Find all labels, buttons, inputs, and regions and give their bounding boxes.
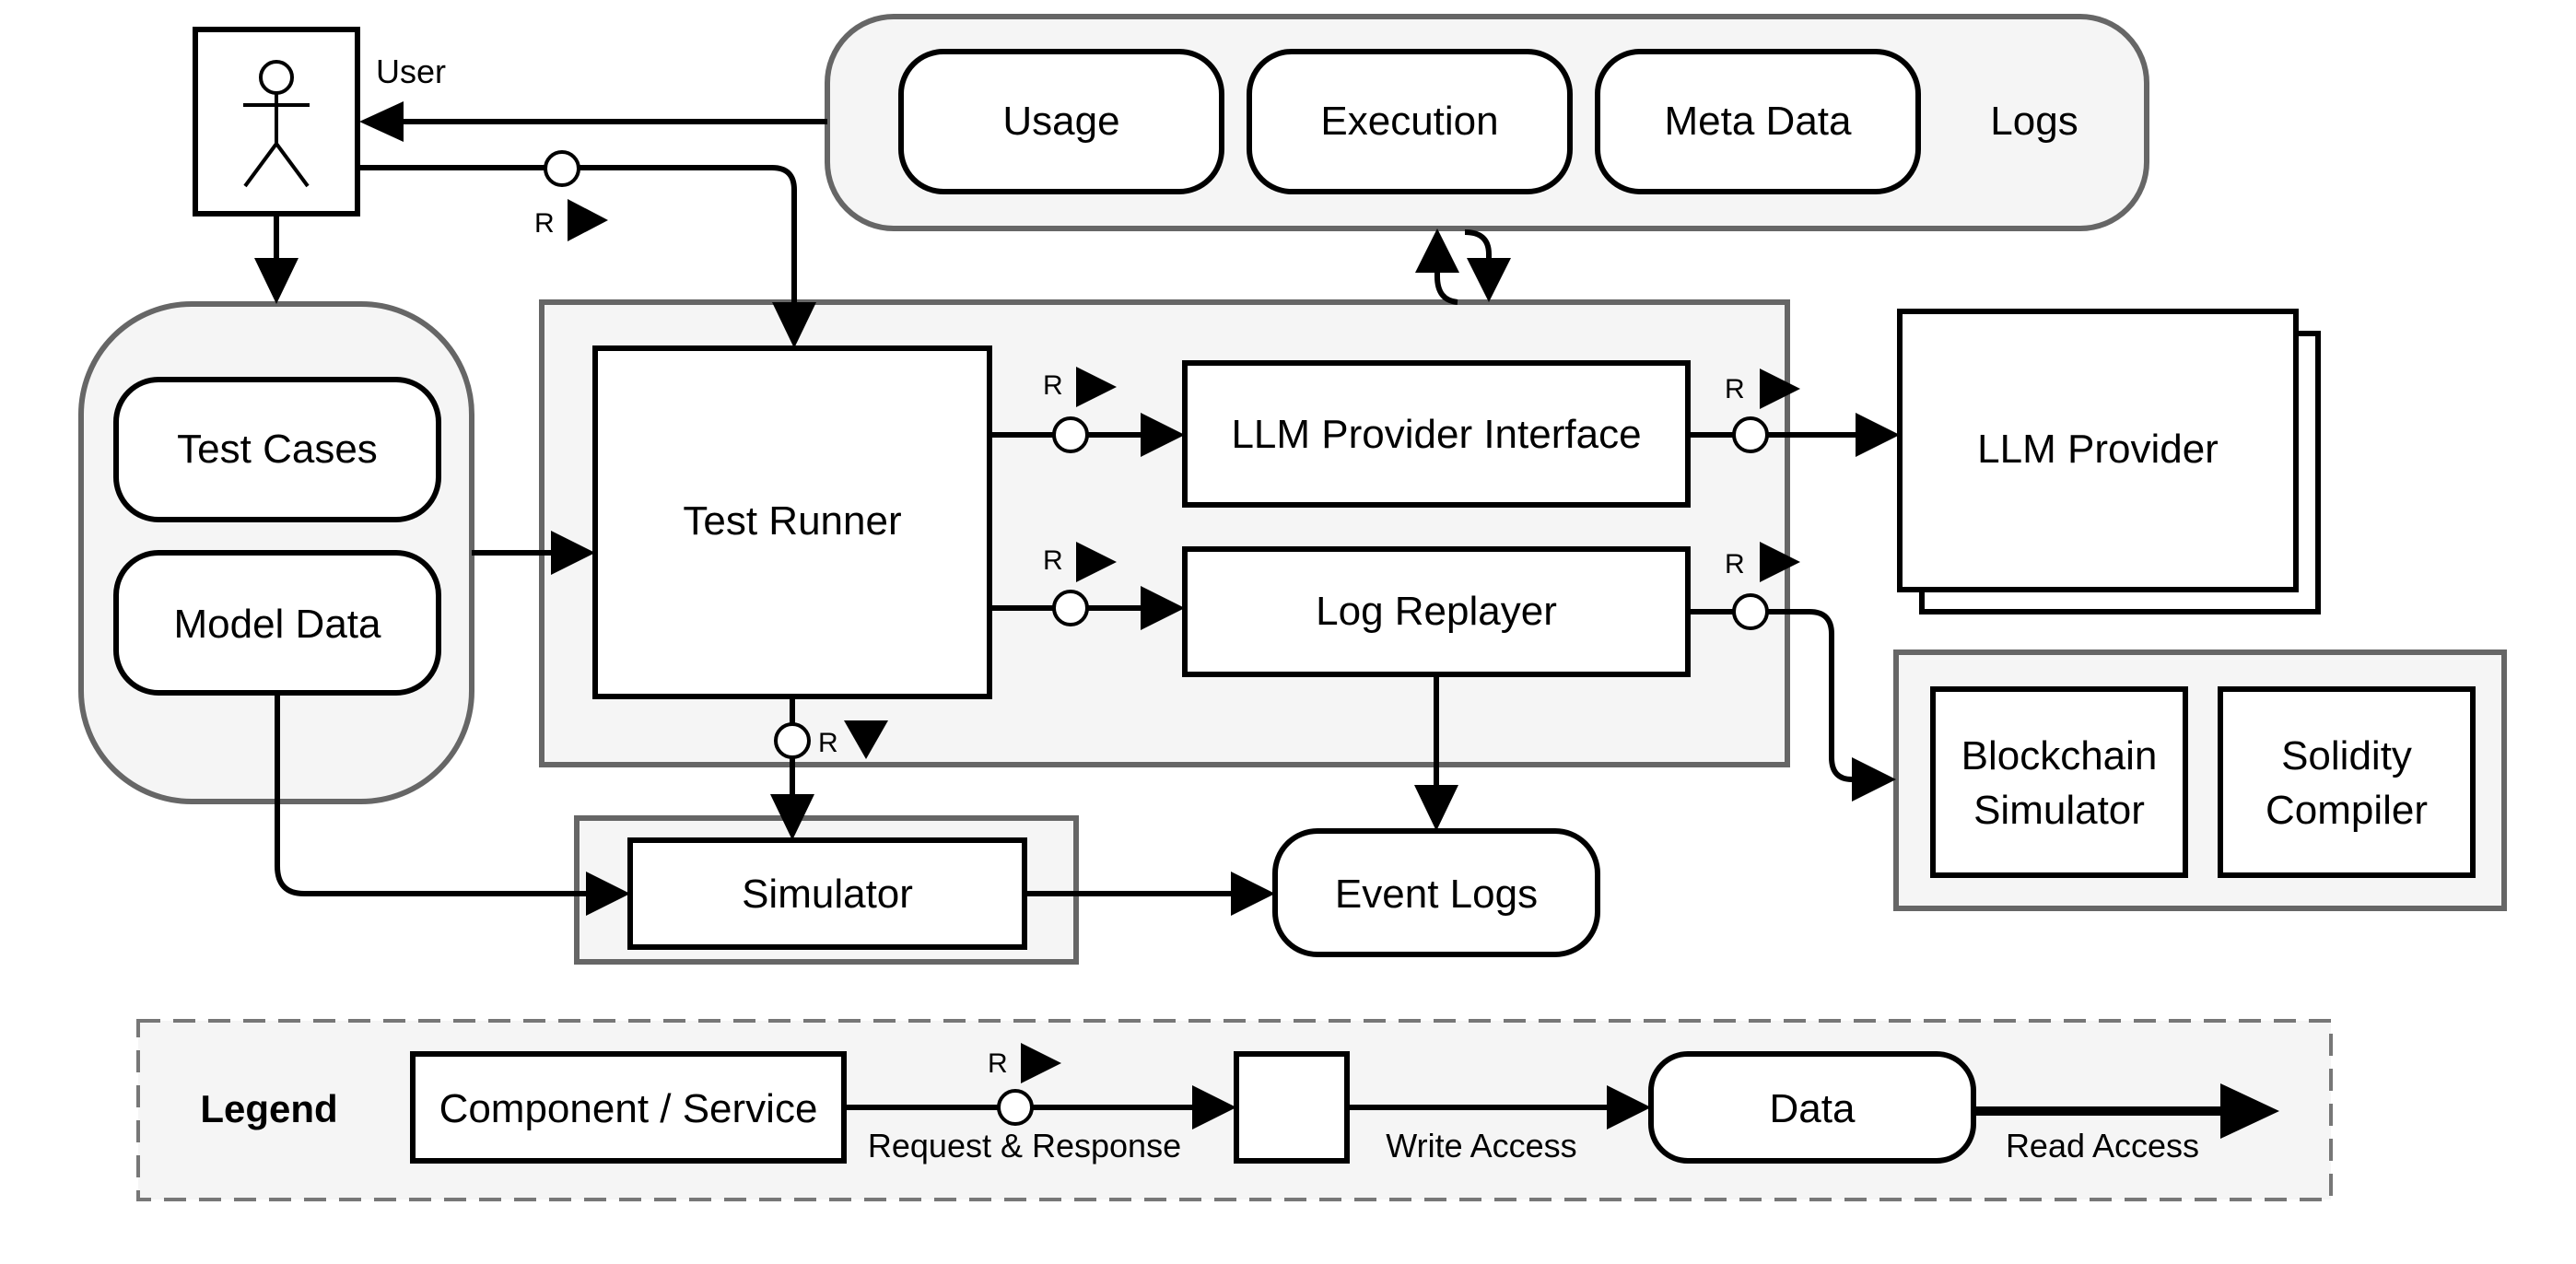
blockchain-simulator-box xyxy=(1930,686,2188,878)
legend-write-label: Write Access xyxy=(1386,1127,1576,1165)
user-icon xyxy=(243,60,310,188)
test-runner-box xyxy=(592,345,992,699)
legend-request-label: Request & Response xyxy=(868,1127,1181,1165)
llm-interface-to-provider-request-marker: R xyxy=(1725,374,1745,404)
llm-interface-to-provider-request-ball xyxy=(1732,416,1769,453)
log-replayer-label: Log Replayer xyxy=(1316,589,1557,634)
log-replayer-to-blockchain-connector xyxy=(1688,609,1853,782)
runner-to-log-replayer-request-ball xyxy=(1052,590,1089,626)
runner-to-log-replayer-request-marker: R xyxy=(1043,545,1063,576)
runner-to-llm-interface-request-ball xyxy=(1052,416,1089,453)
runner-to-log-replayer-arrow xyxy=(1141,586,1185,630)
user-to-runner-request-ball xyxy=(544,150,580,187)
log-replayer-to-blockchain-request-marker: R xyxy=(1725,549,1745,579)
test-cases-box xyxy=(113,377,441,522)
runner-to-log-replayer-request-flag xyxy=(1076,542,1117,582)
logs-group-label: Logs xyxy=(1990,99,2078,144)
user-label: User xyxy=(376,53,446,90)
legend-read-arrow xyxy=(2220,1083,2279,1139)
logs-to-runner-arrow xyxy=(1467,258,1511,302)
legend-read-label: Read Access xyxy=(2006,1127,2199,1165)
model-data-to-simulator-arrow xyxy=(586,872,630,916)
solidity-compiler-box xyxy=(2218,686,2476,878)
runner-to-simulator-request-ball xyxy=(774,722,811,759)
llm-interface-to-provider-arrow xyxy=(1856,413,1900,457)
log-item-execution xyxy=(1247,49,1573,194)
legend-component-label: Component / Service xyxy=(439,1086,818,1131)
log-item-usage xyxy=(898,49,1224,194)
user-to-runner-request-marker: R xyxy=(534,208,555,239)
legend-request-flag xyxy=(1021,1043,1061,1083)
runner-to-llm-interface-arrow xyxy=(1141,413,1185,457)
user-to-runner-request-flag xyxy=(568,199,608,241)
model-data-to-simulator-connector xyxy=(275,693,586,896)
runner-to-simulator-request-flag xyxy=(844,720,888,759)
test-runner-label: Test Runner xyxy=(683,498,901,544)
legend-request-arrow xyxy=(1192,1085,1236,1129)
log-item-usage-label: Usage xyxy=(1002,99,1119,144)
log-replayer-to-blockchain-arrow xyxy=(1852,757,1896,802)
event-logs-label: Event Logs xyxy=(1335,872,1538,917)
test-data-to-runner-arrow xyxy=(551,531,595,575)
log-item-meta-data xyxy=(1595,49,1921,194)
logs-to-runner-connector xyxy=(1464,229,1492,258)
log-replayer-to-blockchain-request-ball xyxy=(1732,593,1769,630)
solidity-compiler-label: Solidity xyxy=(2281,733,2412,778)
user-to-test-data-arrow xyxy=(254,258,299,304)
llm-interface-label: LLM Provider Interface xyxy=(1231,412,1641,457)
legend-title: Legend xyxy=(200,1087,337,1130)
simulator-to-event-logs-arrow xyxy=(1231,872,1275,916)
test-cases-label: Test Cases xyxy=(177,427,378,472)
solidity-compiler-label-2: Compiler xyxy=(2266,788,2428,833)
llm-provider-label: LLM Provider xyxy=(1977,427,2219,472)
llm-interface-box xyxy=(1182,360,1691,508)
legend-request-marker: R xyxy=(988,1048,1008,1079)
log-replayer-to-blockchain-request-flag xyxy=(1760,542,1800,582)
legend-data-label: Data xyxy=(1770,1086,1856,1131)
log-replayer-box xyxy=(1182,546,1691,677)
legend-write-arrow xyxy=(1607,1085,1651,1129)
user-to-runner-arrow xyxy=(772,302,816,348)
llm-interface-to-provider-request-flag xyxy=(1760,369,1800,409)
model-data-label: Model Data xyxy=(173,602,381,647)
legend-target-box xyxy=(1234,1051,1350,1164)
log-item-execution-label: Execution xyxy=(1320,99,1498,144)
runner-to-simulator-request-marker: R xyxy=(818,728,838,758)
blockchain-simulator-label-2: Simulator xyxy=(1973,788,2145,833)
logs-to-user-arrow xyxy=(359,101,404,142)
llm-provider-box xyxy=(1897,309,2299,592)
runner-to-llm-interface-request-flag xyxy=(1076,367,1117,407)
log-item-meta-data-label: Meta Data xyxy=(1665,99,1853,144)
user-to-runner-connector xyxy=(357,165,797,302)
simulator-label: Simulator xyxy=(742,872,913,917)
log-replayer-to-event-logs-arrow xyxy=(1414,785,1458,831)
runner-to-llm-interface-request-marker: R xyxy=(1043,370,1063,401)
blockchain-simulator-label: Blockchain xyxy=(1961,733,2158,778)
runner-to-logs-connector xyxy=(1434,273,1458,305)
runner-to-logs-arrow xyxy=(1415,228,1459,273)
legend-request-ball xyxy=(997,1089,1034,1126)
runner-to-simulator-arrow xyxy=(770,794,814,840)
